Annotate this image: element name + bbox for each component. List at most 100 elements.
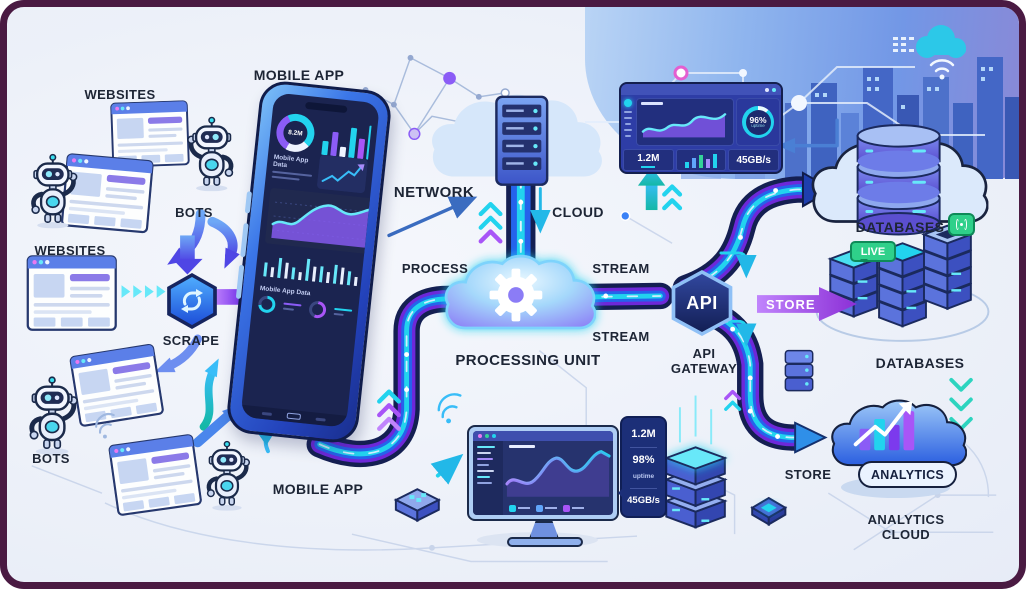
server-towers <box>827 224 974 328</box>
hook-arrowhead <box>777 137 796 154</box>
network-arrow <box>387 196 478 238</box>
metric-value: 45GB/s <box>736 154 771 166</box>
bar-chart <box>321 125 372 160</box>
label-processing-unit: PROCESSING UNIT <box>455 352 601 369</box>
mobile-phone: 8.2M Mobile App Data <box>224 79 394 445</box>
monitor-sidebar <box>473 441 503 515</box>
phone-nav-bar <box>240 404 348 428</box>
iso-box <box>393 488 441 523</box>
cyan-cloud-icon <box>916 25 966 58</box>
hook-arrow-dashboard <box>791 118 839 148</box>
callout-metric: 1.2M <box>631 428 656 440</box>
store-arrow-label: STORE <box>766 296 816 312</box>
dotted-chevrons <box>121 285 166 298</box>
panel-sidebar <box>621 97 635 147</box>
window-dot-icon <box>485 434 489 438</box>
phone-screen: 8.2M Mobile App Data <box>240 92 380 428</box>
monitor-arrow <box>430 453 464 485</box>
api-gateway-hexagon: API <box>671 270 733 336</box>
server-down-pipe <box>506 158 536 284</box>
browser-window <box>26 255 117 331</box>
stats-callout-panel: 1.2M 98% uptime 45GB/s <box>618 416 667 518</box>
scrape-hexagon <box>167 273 217 329</box>
metric-card: 45GB/s <box>728 149 780 171</box>
trend-card <box>316 154 369 194</box>
database-tag-icon <box>948 213 975 236</box>
donut-value: 8.2M <box>282 119 309 147</box>
glowing-server-stack <box>663 446 728 529</box>
window-dot-icon <box>765 87 769 92</box>
api-badge-label: API <box>686 292 718 313</box>
monitor-screen <box>473 431 613 515</box>
label-process: PROCESS <box>401 261 469 276</box>
phone-caption: Mobile App Data <box>272 153 309 170</box>
mini-db-stack <box>784 349 814 392</box>
analytics-badge: ANALYTICS <box>858 461 957 488</box>
gear-icon <box>489 268 543 322</box>
mini-gauge <box>257 294 277 314</box>
panel-titlebar <box>621 84 781 95</box>
bar-row-chart <box>263 257 366 287</box>
label-analytics-cloud: ANALYTICS CLOUD <box>867 512 945 542</box>
label-websites-top: WEBSITES <box>84 87 156 102</box>
wifi-icon <box>929 59 955 73</box>
server-rack <box>495 95 549 186</box>
callout-metric: 98% <box>632 454 655 466</box>
donut-chart: 8.2M <box>274 111 317 154</box>
window-dot-icon <box>492 434 496 438</box>
metric-value: 1.2M <box>637 152 660 164</box>
live-badge-label: LIVE <box>860 245 886 258</box>
label-websites-left: WEBSITES <box>34 243 106 258</box>
glowing-stack-streaks <box>678 395 713 445</box>
mini-gauge <box>308 300 327 319</box>
dash-grid <box>893 37 914 52</box>
panel-line-chart <box>636 98 734 146</box>
analytics-chart-icon <box>853 401 915 451</box>
label-store-bottom: STORE <box>784 467 832 482</box>
status-dot-icon <box>624 99 632 107</box>
flow-arrows-left <box>163 209 238 448</box>
area-chart <box>265 187 380 255</box>
sync-arrows-icon <box>181 289 203 313</box>
monitor-titlebar <box>473 431 613 441</box>
metrics-dashboard-panel: 96% uptime 1.2M 45GB/s <box>619 82 783 174</box>
label-network: NETWORK <box>393 184 475 201</box>
label-scrape: SCRAPE <box>162 333 220 348</box>
callout-metric: 45GB/s <box>627 494 660 506</box>
gauge-caption: uptime <box>751 123 765 128</box>
wifi-icon <box>437 393 462 424</box>
metric-bar-card <box>675 149 727 171</box>
phone-side-button <box>244 191 253 214</box>
label-cloud: CLOUD <box>552 204 604 220</box>
window-dot-icon <box>772 87 776 92</box>
label-databases-bottom: DATABASES <box>875 355 965 371</box>
monitor-wave-chart <box>503 441 613 501</box>
thin-arrows <box>250 118 839 485</box>
label-api-gateway: API GATEWAY <box>670 346 738 376</box>
desktop-monitor <box>467 425 619 521</box>
pipe-arrowhead-to-analytics <box>794 421 828 454</box>
browser-window <box>60 152 154 234</box>
label-mobile-app-top: MOBILE APP <box>253 67 345 83</box>
bot-robot <box>188 118 233 192</box>
up-arrow <box>637 167 666 211</box>
gauge-value: 96% <box>749 114 767 125</box>
callout-caption: uptime <box>632 473 655 480</box>
browser-window <box>68 342 165 428</box>
database-cylinders <box>856 124 941 236</box>
phone-notch <box>304 101 348 114</box>
live-badge: LIVE <box>850 241 896 263</box>
window-dot-icon <box>478 434 482 438</box>
bot-robot <box>30 377 77 454</box>
browser-window <box>107 433 203 517</box>
iso-chip <box>750 496 788 527</box>
label-databases-top: DATABASES <box>855 219 945 235</box>
metric-card: 1.2M <box>623 149 674 171</box>
uptime-gauge: 96% uptime <box>736 98 780 146</box>
label-stream-top: STREAM <box>592 261 650 276</box>
monitor-base <box>507 537 583 547</box>
wifi-icon <box>95 413 115 439</box>
label-bots-bottom: BOTS <box>32 451 70 466</box>
monitor-widget-row <box>503 501 613 515</box>
browser-window <box>110 100 190 168</box>
